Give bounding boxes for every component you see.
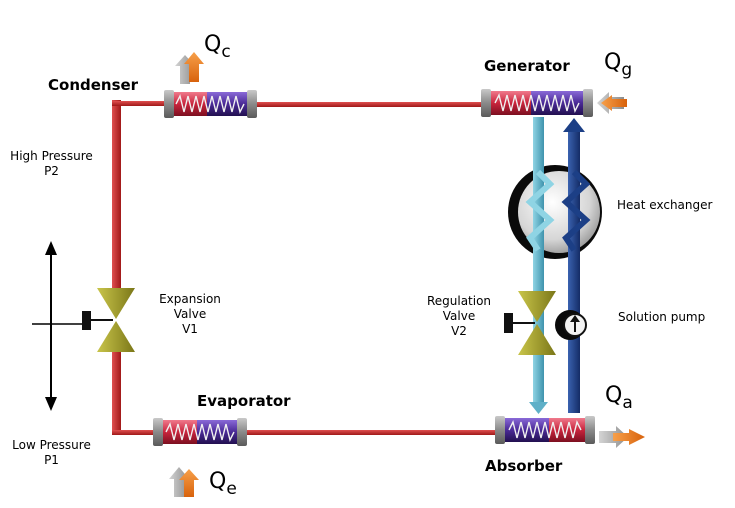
solution-pipes: [529, 117, 585, 414]
regulation-valve-line3: V2: [451, 324, 467, 338]
expansion-valve-bottom: [97, 321, 135, 352]
regulation-valve-line2: Valve: [442, 309, 476, 323]
evaporator-label: Evaporator: [197, 392, 291, 410]
condenser-coil: [175, 93, 245, 115]
qa-symbol: Q: [605, 383, 623, 408]
qg-label: Qg: [604, 52, 632, 81]
low-pressure-line1: Low Pressure: [12, 438, 91, 452]
qa-label: Qa: [605, 385, 633, 414]
absorber-unit: [495, 416, 595, 444]
generator-label: Generator: [484, 57, 570, 75]
top-left-pipe: [112, 101, 172, 106]
expansion-valve-line1: Expansion: [159, 292, 221, 306]
evaporator-coil: [165, 421, 235, 443]
heat-exchanger: [508, 165, 602, 259]
regulation-valve-handle: [504, 313, 513, 333]
qa-heat-arrow: [599, 426, 645, 448]
expansion-valve-top: [97, 288, 135, 319]
qa-subscript: a: [622, 393, 633, 413]
high-side-vertical-pipe: [112, 100, 121, 296]
pressure-up-arrowhead: [45, 241, 57, 255]
solution-pump: [555, 310, 587, 340]
qe-subscript: e: [226, 479, 237, 499]
heat-exchanger-label: Heat exchanger: [617, 198, 713, 212]
qe-label: Qe: [209, 471, 237, 500]
qe-symbol: Q: [209, 469, 227, 494]
regulation-valve-line1: Regulation: [426, 294, 492, 308]
regulation-valve: [504, 291, 556, 355]
regulation-valve-label: Regulation Valve V2: [413, 294, 505, 339]
high-pressure-label: High Pressure P2: [0, 149, 103, 179]
low-pressure-line2: P1: [44, 453, 59, 467]
weak-solution-pipe: [533, 117, 544, 407]
qg-symbol: Q: [604, 50, 622, 75]
expansion-valve-line3: V1: [182, 322, 198, 336]
qe-heat-arrow: [169, 467, 199, 497]
weak-solution-arrowhead: [529, 402, 548, 414]
qc-label: Qc: [204, 34, 231, 63]
heat-exchanger-coil-strong: [561, 169, 591, 252]
solution-pump-label: Solution pump: [618, 310, 706, 324]
condenser-label: Condenser: [48, 76, 139, 94]
expansion-valve-label: Expansion Valve V1: [146, 292, 234, 337]
qa-arrow: [613, 429, 645, 445]
regulation-valve-bottom: [518, 324, 556, 355]
high-pressure-line2: P2: [44, 164, 59, 178]
evaporator-absorber-pipe: [242, 430, 500, 435]
qc-heat-arrow: [175, 52, 204, 84]
regulation-valve-top: [518, 291, 556, 322]
qg-arrow: [601, 95, 627, 111]
evaporator-unit: [153, 418, 247, 446]
heat-exchanger-coil-weak: [525, 169, 555, 252]
expansion-valve-line2: Valve: [173, 307, 207, 321]
pressure-down-arrowhead: [45, 397, 57, 411]
refrigerant-pipes: [112, 100, 500, 435]
qc-subscript: c: [221, 42, 231, 62]
generator-unit: [481, 89, 593, 117]
absorber-coil: [508, 419, 582, 439]
qc-arrow: [184, 52, 204, 82]
low-side-vertical-pipe: [112, 344, 121, 435]
condenser-unit: [164, 90, 257, 118]
qe-arrow: [179, 469, 199, 497]
strong-solution-arrowhead: [563, 118, 585, 132]
generator-coil: [494, 92, 580, 114]
condenser-generator-pipe: [252, 102, 488, 107]
qg-heat-arrow: [597, 92, 627, 114]
absorber-label: Absorber: [485, 457, 563, 475]
low-pressure-label: Low Pressure P1: [0, 438, 103, 468]
bottom-left-pipe: [112, 430, 156, 435]
qc-symbol: Q: [204, 32, 222, 57]
high-pressure-line1: High Pressure: [10, 149, 93, 163]
expansion-valve: [82, 288, 135, 352]
qg-subscript: g: [621, 60, 633, 80]
expansion-valve-handle: [82, 311, 91, 330]
pressure-axis: [32, 241, 82, 411]
